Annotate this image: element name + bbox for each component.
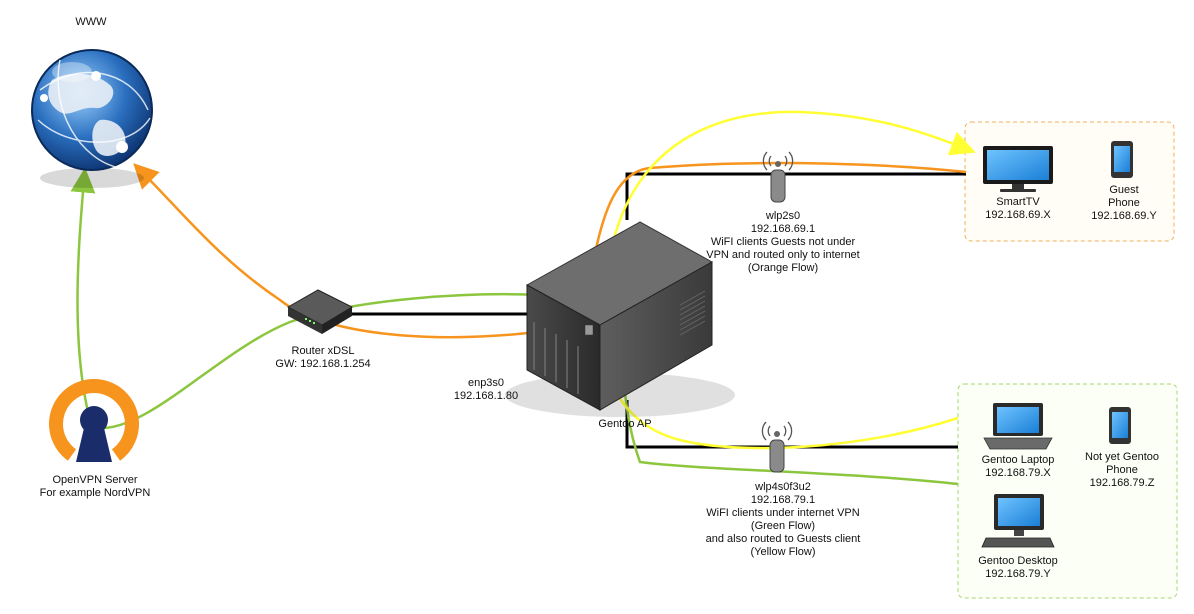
wlp4-label: wlp4s0f3u2 192.168.79.1 WiFI clients und… <box>705 481 861 558</box>
vpn-phone-label: Not yet Gentoo Phone 192.168.79.Z <box>1085 451 1159 489</box>
openvpn-label: OpenVPN Server For example NordVPN <box>39 474 151 499</box>
laptop-icon <box>983 403 1053 450</box>
guest-phone-label: Guest Phone 192.168.69.Y <box>1091 184 1157 222</box>
router-label: Router xDSL GW: 192.168.1.254 <box>275 345 371 370</box>
tv-icon <box>983 146 1053 192</box>
wlp2s0-label: wlp2s0 192.168.69.1 WiFI clients Guests … <box>706 210 860 274</box>
desktop-label: Gentoo Desktop 192.168.79.Y <box>978 555 1058 580</box>
server-icon <box>505 221 735 417</box>
green-flow-vpn-to-www <box>70 167 96 429</box>
laptop-label: Gentoo Laptop 192.168.79.X <box>981 454 1055 479</box>
www-label: WWW <box>75 16 107 28</box>
enp3s0-label: enp3s0 192.168.1.80 <box>453 377 519 402</box>
wlp4-antenna-icon <box>761 421 793 473</box>
gentoo-ap-label: Gentoo AP <box>598 418 652 430</box>
desktop-icon <box>981 494 1055 548</box>
guest-phone-icon <box>1111 141 1133 178</box>
openvpn-logo-icon <box>49 379 139 462</box>
wlp2s0-antenna-icon <box>762 151 794 203</box>
globe-icon <box>31 49 153 188</box>
smarttv-label: SmartTV 192.168.69.X <box>985 196 1051 221</box>
vpn-phone-icon <box>1109 407 1131 444</box>
router-icon <box>286 289 354 334</box>
